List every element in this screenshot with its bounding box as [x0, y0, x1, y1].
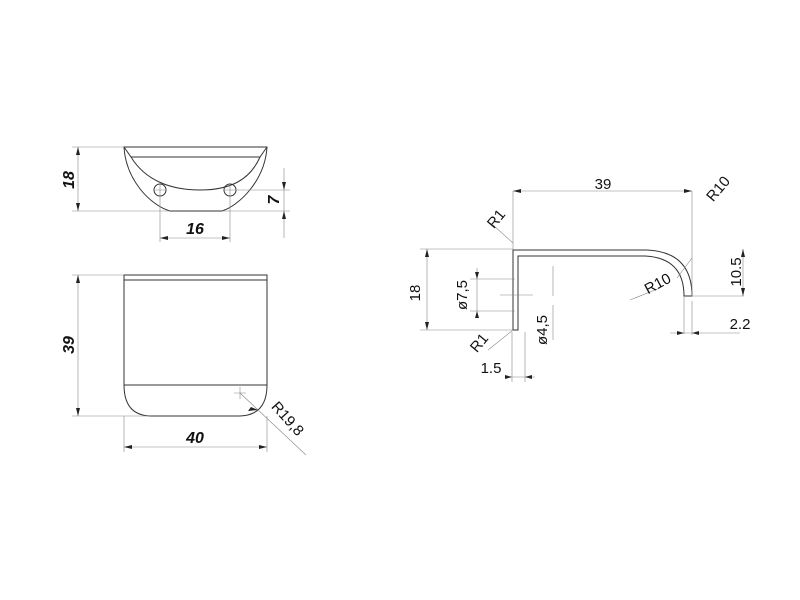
dim-thickness: 1.5	[481, 360, 502, 377]
dim-lip: 2.2	[730, 316, 751, 333]
dim-hole-spacing: 16	[186, 221, 204, 238]
dim-side-height: 18	[407, 285, 424, 302]
dim-front-radius: R19,8	[268, 398, 307, 439]
front-view: 39 40 R19,8	[61, 274, 307, 456]
top-view: 18 16 7	[61, 146, 290, 242]
dim-inner-radius: R10	[642, 270, 674, 298]
top-view-inner	[123, 146, 268, 191]
side-profile	[512, 249, 693, 331]
dim-hole-small: ø4,5	[534, 315, 551, 345]
dim-top-height: 18	[61, 171, 78, 189]
dim-outer-radius: R10	[703, 173, 734, 205]
dim-front-height: 39	[61, 336, 78, 354]
dim-side-length: 39	[595, 176, 612, 193]
dim-front-width: 40	[185, 430, 204, 447]
side-view: 39 18 R10 R10 R1 R1 ø7,5 ø4,5 10.5 2.2 1…	[407, 173, 750, 382]
dim-hole-large: ø7,5	[454, 280, 471, 310]
dim-radius-top: R1	[484, 206, 509, 232]
dim-drop: 10.5	[728, 257, 745, 286]
front-view-outline	[123, 274, 268, 417]
dim-hole-offset: 7	[266, 194, 283, 204]
dim-radius-bottom: R1	[467, 330, 492, 356]
